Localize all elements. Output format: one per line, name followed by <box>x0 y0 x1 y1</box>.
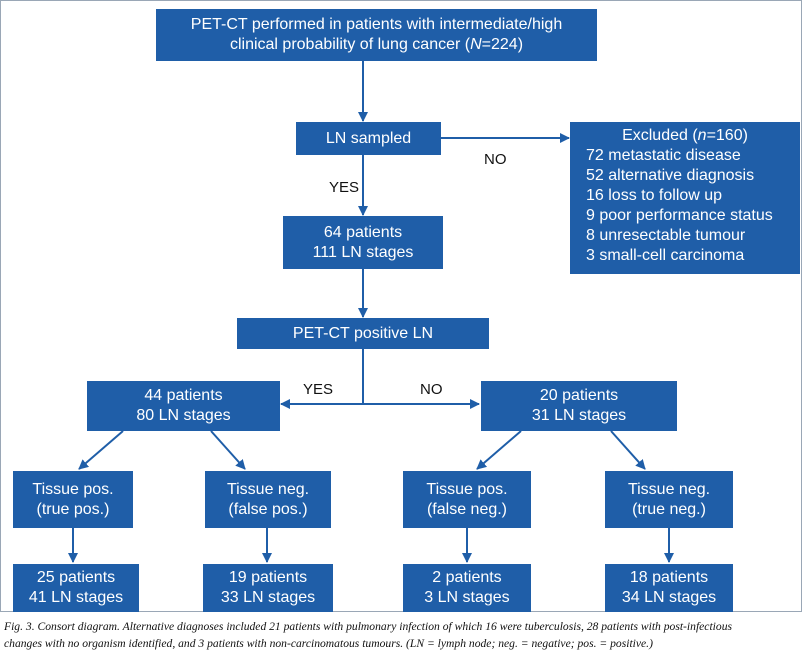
box-20-line2: 31 LN stages <box>531 407 627 424</box>
tissue-box-false-neg: Tissue pos. (false neg.) <box>403 471 531 528</box>
box-44-patients: 44 patients 80 LN stages <box>87 381 280 431</box>
excluded-item: 8 unresectable tumour <box>586 227 746 244</box>
ln-sampled-label: LN sampled <box>325 129 412 147</box>
arrow-20-to-tissue-neg <box>610 430 646 470</box>
excluded-item: 52 alternative diagnosis <box>586 167 755 184</box>
arrow-44-to-tissue-pos <box>78 430 124 470</box>
excluded-item: 3 small-cell carcinoma <box>586 247 745 264</box>
tissue-box-line1: Tissue pos. <box>32 480 114 498</box>
top-box-pet-ct-performed: PET-CT performed in patients with interm… <box>156 9 597 61</box>
result-box-25-patients: 25 patients 41 LN stages <box>13 564 139 612</box>
excluded-box: Excluded (n=160) 72 metastatic disease 5… <box>570 122 800 274</box>
label-yes-sampled: YES <box>329 179 360 196</box>
box-44-line1: 44 patients <box>144 387 223 404</box>
box-20-line1: 20 patients <box>539 387 619 404</box>
tissue-box-true-pos: Tissue pos. (true pos.) <box>13 471 133 528</box>
box-64-line2: 111 LN stages <box>312 243 414 261</box>
result-box-line1: 2 patients <box>432 569 502 586</box>
label-yes-positive: YES <box>303 381 334 398</box>
excluded-item: 72 metastatic disease <box>586 147 741 164</box>
excluded-item: 16 loss to follow up <box>586 187 723 204</box>
result-box-2-patients: 2 patients 3 LN stages <box>403 564 531 612</box>
excluded-item: 9 poor performance status <box>586 207 773 224</box>
pet-ct-positive-label: PET-CT positive LN <box>292 324 434 342</box>
figure-frame: PET-CT performed in patients with interm… <box>0 0 802 612</box>
top-box-line2: clinical probability of lung cancer (N=2… <box>229 36 524 53</box>
ln-sampled-box: LN sampled <box>296 122 441 155</box>
result-box-line2: 41 LN stages <box>28 589 124 606</box>
caption-line1: Fig. 3. Consort diagram. Alternative dia… <box>4 620 732 633</box>
excluded-title: Excluded (n=160) <box>622 127 748 144</box>
box-64-patients: 64 patients 111 LN stages <box>283 216 443 269</box>
result-box-19-patients: 19 patients 33 LN stages <box>203 564 333 612</box>
tissue-box-line2: (false pos.) <box>228 500 308 518</box>
tissue-box-line1: Tissue neg. <box>627 480 711 498</box>
caption-line2: changes with no organism identified, and… <box>4 637 653 650</box>
label-no-positive: NO <box>420 381 443 398</box>
pet-ct-positive-ln-box: PET-CT positive LN <box>237 318 489 349</box>
tissue-box-line1: Tissue pos. <box>426 480 508 498</box>
tissue-box-false-pos: Tissue neg. (false pos.) <box>205 471 331 528</box>
tissue-box-line1: Tissue neg. <box>226 480 310 498</box>
top-box-line1: PET-CT performed in patients with interm… <box>190 16 563 33</box>
arrow-44-to-tissue-neg <box>210 430 246 470</box>
result-box-line1: 25 patients <box>36 569 116 586</box>
tissue-box-true-neg: Tissue neg. (true neg.) <box>605 471 733 528</box>
figure-caption: Fig. 3. Consort diagram. Alternative dia… <box>4 618 802 652</box>
result-box-line2: 34 LN stages <box>621 589 717 606</box>
tissue-box-line2: (true neg.) <box>632 500 706 518</box>
box-44-line2: 80 LN stages <box>136 407 231 424</box>
arrow-20-to-tissue-pos <box>476 430 522 470</box>
tissue-box-line2: (true pos.) <box>36 500 110 518</box>
tissue-box-line2: (false neg.) <box>426 500 508 518</box>
box-64-line1: 64 patients <box>323 223 403 241</box>
result-box-line2: 3 LN stages <box>424 589 510 606</box>
result-box-line1: 19 patients <box>228 569 308 586</box>
box-20-patients: 20 patients 31 LN stages <box>481 381 677 431</box>
connector-arrows <box>68 61 674 563</box>
result-box-line2: 33 LN stages <box>220 589 316 606</box>
label-no-excluded: NO <box>484 151 507 168</box>
result-box-line1: 18 patients <box>629 569 709 586</box>
result-box-18-patients: 18 patients 34 LN stages <box>605 564 733 612</box>
